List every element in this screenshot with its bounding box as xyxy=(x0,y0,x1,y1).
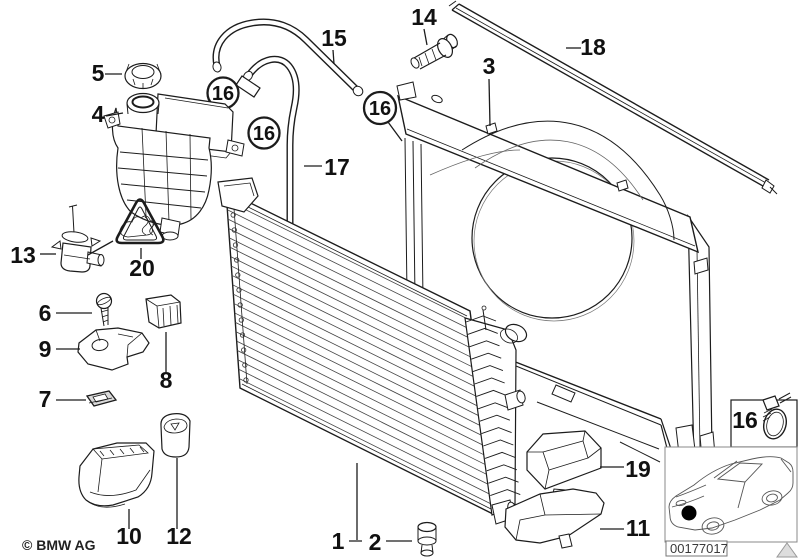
callout-2[interactable]: 2 xyxy=(369,529,382,555)
callout-4[interactable]: 4 xyxy=(92,101,105,127)
callout-15[interactable]: 15 xyxy=(321,25,347,51)
callout-13[interactable]: 13 xyxy=(10,242,36,268)
callout-11[interactable]: 11 xyxy=(626,515,651,541)
car-locator-box xyxy=(664,446,798,543)
callout-14[interactable]: 14 xyxy=(411,4,437,30)
watermark-triangle xyxy=(776,542,798,558)
car-silhouette xyxy=(668,456,794,535)
part-17-hose-lower xyxy=(235,55,300,258)
callout-labels: 1 2 3 4 5 6 7 8 9 10 11 12 13 14 15 17 1… xyxy=(10,4,651,555)
location-marker-dot xyxy=(681,505,697,521)
copyright-text: © BMW AG xyxy=(22,537,96,553)
part-9-bracket xyxy=(77,327,150,371)
callout-5[interactable]: 5 xyxy=(92,60,105,86)
part-8-rubber-mount xyxy=(145,294,182,329)
part-14-expanding-rivet xyxy=(410,33,458,70)
part-15-hose-upper xyxy=(212,18,364,97)
part-7-clip-nut xyxy=(85,390,118,407)
part-1-radiator xyxy=(217,177,528,525)
callout-17[interactable]: 17 xyxy=(324,154,350,180)
part-4-expansion-tank xyxy=(103,92,245,241)
hose-clamp-callout-circles[interactable]: 16 16 16 xyxy=(206,76,403,150)
part-11-air-duct xyxy=(504,488,605,549)
part-3-fan-shroud xyxy=(396,81,716,463)
callout-10[interactable]: 10 xyxy=(116,523,142,549)
clamp-circle-label-1[interactable]: 16 xyxy=(212,83,234,105)
callout-20[interactable]: 20 xyxy=(129,255,155,281)
callout-12[interactable]: 12 xyxy=(166,523,192,549)
callout-18[interactable]: 18 xyxy=(580,34,606,60)
callout-7[interactable]: 7 xyxy=(39,386,52,412)
clamp-circle-label-2[interactable]: 16 xyxy=(253,123,275,145)
part-20-warning-label xyxy=(115,198,165,245)
image-number: 00177017 xyxy=(670,541,728,556)
hose-clamp-icon xyxy=(762,392,792,440)
part-2-drain-plug xyxy=(417,521,437,557)
clamp-circle-label-3[interactable]: 16 xyxy=(369,98,391,120)
legend-clamp-label[interactable]: 16 xyxy=(732,407,758,433)
callout-8[interactable]: 8 xyxy=(160,367,173,393)
part-13-level-sensor xyxy=(50,204,105,273)
callout-19[interactable]: 19 xyxy=(625,456,651,482)
part-12-cover xyxy=(160,413,191,458)
part-5-cap xyxy=(124,62,162,90)
callout-3[interactable]: 3 xyxy=(483,53,496,79)
part-6-screw xyxy=(95,292,113,327)
image-number-plate: 00177017 xyxy=(665,540,728,557)
legend-clamp-box[interactable]: 16 xyxy=(730,392,798,448)
part-10-air-duct xyxy=(78,442,155,508)
callout-1[interactable]: 1 xyxy=(332,528,345,554)
leader-lines xyxy=(40,28,624,542)
callout-6[interactable]: 6 xyxy=(39,300,52,326)
part-18-trim-strip xyxy=(448,0,778,195)
callout-9[interactable]: 9 xyxy=(39,336,52,362)
